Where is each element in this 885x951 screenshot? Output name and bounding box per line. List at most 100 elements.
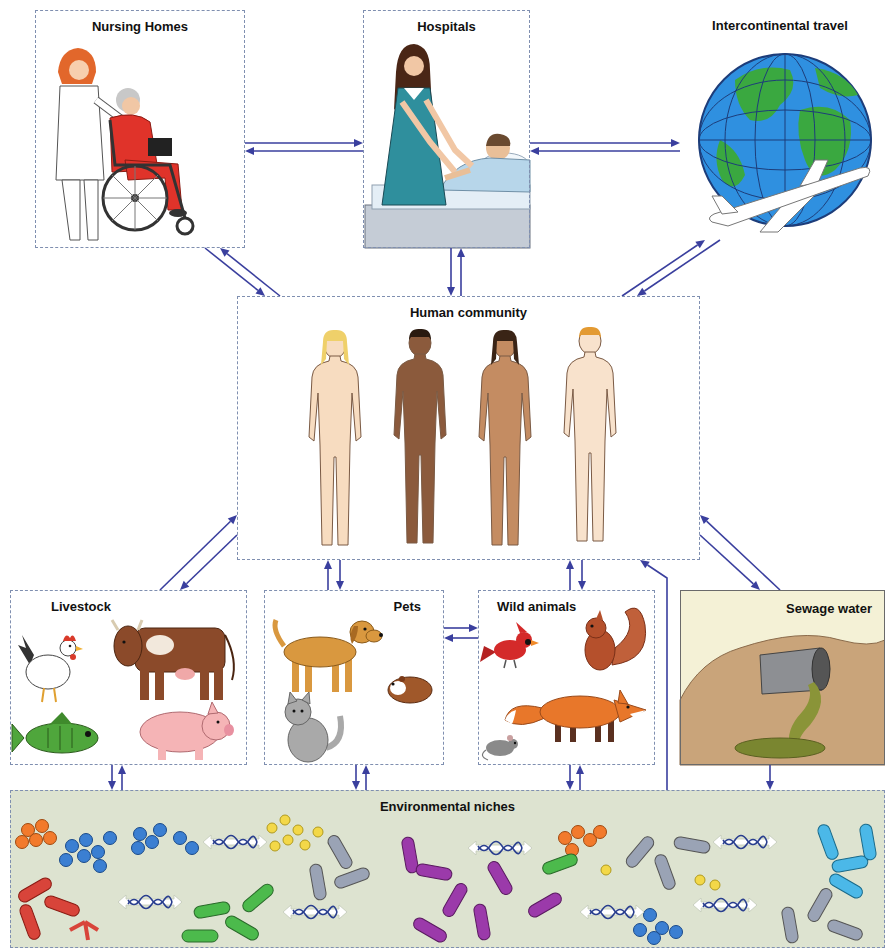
transfer-arrow (118, 765, 126, 790)
nursing-home-figure-part (58, 48, 96, 84)
arrow-head (566, 781, 574, 790)
arrow-head (255, 287, 265, 296)
bacteria-figure-part-part (300, 840, 310, 850)
people-figure-part-part (491, 330, 519, 365)
bacteria-figure-part-part (601, 865, 611, 875)
bacteria-figure-part-part (594, 826, 607, 839)
hospital-panel: Hospitals (363, 10, 530, 248)
people-figure-part (309, 330, 361, 545)
livestock-figure-part (70, 654, 76, 660)
transfer-arrow (566, 560, 574, 590)
transfer-arrow (766, 765, 774, 790)
transfer-arrow (576, 765, 584, 790)
arrow-line (254, 150, 363, 152)
bacteria-figure-part-part (695, 875, 705, 885)
nursing-home-figure (56, 48, 193, 240)
livestock-figure-part (195, 746, 203, 760)
transfer-arrow (640, 560, 667, 790)
livestock-figure-part (224, 724, 234, 736)
livestock-figure-part (60, 640, 76, 656)
bacteria-figure-part-part (653, 853, 677, 891)
bacteria-figure-part-part (293, 825, 303, 835)
arrow-head (245, 147, 254, 155)
transfer-arrow (352, 765, 360, 790)
transfer-arrow (457, 248, 465, 296)
wild-animals-figure-part (525, 639, 531, 645)
node-title: Nursing Homes (92, 19, 188, 35)
hospital-figure-part (365, 205, 530, 248)
arrow-line (444, 627, 469, 629)
arrow-line (245, 142, 354, 144)
bacteria-figure-part-part (526, 891, 563, 919)
bacteria-figure-part-part (146, 836, 159, 849)
arrow-head (566, 560, 574, 569)
bacteria-figure-part (468, 841, 532, 855)
pets-figure-part (284, 637, 356, 667)
arrow-line (569, 765, 571, 781)
arrow-line (355, 765, 357, 781)
pets-figure-part (345, 658, 352, 692)
bacteria-figure-part-part (309, 863, 327, 901)
people-figure-part-part (479, 332, 531, 545)
wild-animals-figure-part (590, 624, 593, 627)
panel-fill (10, 590, 885, 948)
globe-figure-part (699, 54, 871, 226)
arrow-head (108, 781, 116, 790)
nursing-home-figure-part (122, 97, 140, 115)
bacteria-figure-part-part (411, 916, 448, 944)
transfer-arrow (447, 248, 455, 296)
arrow-line (205, 248, 258, 290)
wild-animals-figure-part (516, 632, 532, 648)
pets-figure (275, 620, 432, 762)
bacteria-figure-part (182, 852, 579, 942)
livestock-figure-part (26, 723, 98, 753)
hospital-figure-part (426, 100, 472, 166)
bacteria-figure-part-part (43, 894, 81, 918)
arrow-head (751, 581, 760, 590)
wild-animals-figure-part (612, 608, 646, 665)
transfer-arrow (444, 634, 478, 642)
wild-animals-figure-part (504, 660, 516, 668)
bacteria-figure (16, 815, 878, 945)
nursing-home-panel: Nursing Homes (35, 10, 245, 248)
people-figure-part (564, 327, 616, 541)
transfer-arrow (324, 560, 332, 590)
sewage-figure-part (680, 636, 885, 766)
bacteria-figure-part-part (44, 832, 57, 845)
node-title: Human community (410, 305, 527, 321)
bacteria-figure-part (713, 835, 777, 849)
wild-animals-figure-part (482, 750, 488, 760)
bacteria-figure-part-part (36, 820, 49, 833)
arrow-line (186, 535, 237, 584)
arrow-line (579, 774, 581, 790)
hospital-figure-part (486, 134, 510, 146)
globe-figure-part (699, 54, 871, 226)
node-title: Pets (394, 599, 421, 615)
livestock-figure-part (225, 635, 234, 680)
arrow-head (324, 560, 332, 569)
arrow-head (457, 248, 465, 257)
people-figure-part-part (309, 332, 361, 545)
node-title: Environmental niches (380, 799, 515, 815)
globe-figure-part (709, 167, 869, 226)
bacteria-figure-part-part (134, 828, 147, 841)
arrow-line (581, 560, 583, 581)
people-figure-part-part (579, 327, 601, 338)
bacteria-figure-part-part (326, 833, 354, 870)
arrow-line (327, 569, 329, 590)
livestock-figure-part (85, 731, 91, 737)
bacteria-figure-part-part (559, 832, 572, 845)
wild-animals-figure-part (480, 646, 496, 662)
arrow-head (352, 781, 360, 790)
bacteria-figure-part-part (16, 836, 29, 849)
bacteria-figure-part-part (280, 815, 290, 825)
hospital-figure-part (404, 88, 424, 100)
bacteria-figure-part-part (313, 827, 323, 837)
livestock-figure (12, 620, 234, 760)
wild-animals-figure-part (630, 710, 646, 718)
bacteria-figure-part-part (670, 926, 683, 939)
sewage-figure-part (735, 738, 825, 758)
arrow-head (695, 240, 705, 248)
arrow-line (647, 565, 667, 790)
